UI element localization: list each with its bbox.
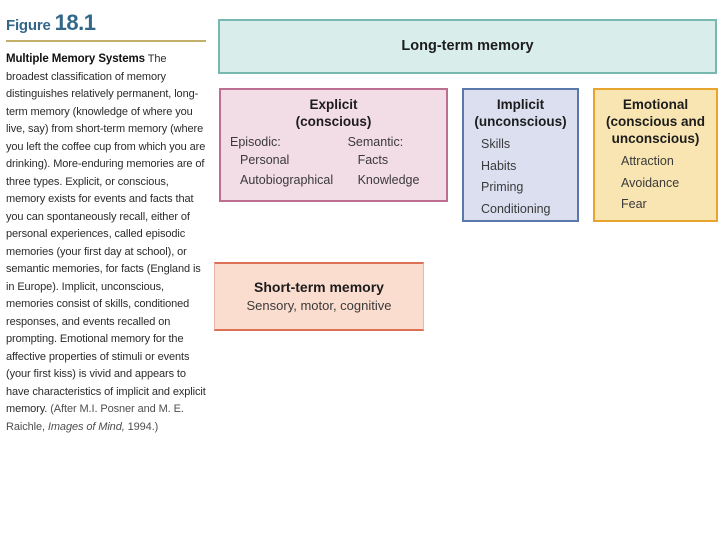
emotional-memory-box: Emotional (conscious and unconscious) At…: [593, 88, 718, 222]
caption-title: Multiple Memory Systems: [6, 53, 145, 65]
long-term-memory-box: Long-term memory: [218, 19, 717, 74]
implicit-item: Habits: [481, 158, 517, 173]
emotional-item: Avoidance: [621, 175, 680, 190]
short-term-memory-box: Short-term memory Sensory, motor, cognit…: [214, 262, 424, 331]
emotional-item: Attraction: [621, 154, 674, 168]
caption-cite-tail: 1994.): [124, 420, 159, 433]
implicit-subtitle: (unconscious): [474, 114, 567, 129]
semantic-item: Knowledge: [357, 172, 420, 187]
figure-number: 18.1: [54, 10, 96, 35]
figure-caption-text: Multiple Memory Systems The broadest cla…: [6, 51, 208, 436]
emotional-subtitle: (conscious and unconscious): [605, 114, 705, 146]
episodic-item: Personal: [240, 153, 290, 167]
long-term-memory-title: Long-term memory: [401, 38, 534, 54]
explicit-title: Explicit: [309, 97, 358, 112]
caption-citation: (After M.I. Posner and M. E. Raichle, Im…: [6, 403, 184, 433]
divider-rule: [6, 40, 206, 42]
short-term-title: Short-term memory: [254, 279, 384, 295]
explicit-columns: Episodic: Personal Autobiographical Sema…: [221, 130, 446, 190]
semantic-item: Facts: [357, 153, 389, 167]
semantic-column: Semantic: Facts Knowledge: [348, 133, 440, 190]
caption-body: The broadest classification of memory di…: [6, 53, 206, 415]
explicit-memory-box: Explicit (conscious) Episodic: Personal …: [219, 88, 448, 202]
implicit-item: Priming: [481, 180, 524, 194]
implicit-item: Skills: [481, 137, 511, 151]
emotional-list: Attraction Avoidance Fear: [595, 151, 716, 216]
episodic-column: Episodic: Personal Autobiographical: [230, 133, 348, 190]
explicit-subtitle: (conscious): [295, 114, 372, 129]
episodic-header: Episodic:: [230, 135, 281, 149]
emotional-item: Fear: [621, 197, 647, 211]
caption-cite-prefix: (After M.I. Posner and M. E. Raichle,: [6, 403, 184, 433]
figure-word: Figure: [6, 17, 51, 34]
implicit-title: Implicit: [496, 97, 545, 112]
episodic-item: Autobiographical: [240, 172, 334, 187]
emotional-title: Emotional: [622, 97, 689, 112]
implicit-list: Skills Habits Priming Conditioning: [464, 134, 577, 220]
implicit-item: Conditioning: [481, 201, 551, 216]
caption-cite-book-title: Images of Mind,: [47, 420, 125, 433]
implicit-memory-box: Implicit (unconscious) Skills Habits Pri…: [462, 88, 579, 222]
short-term-subtitle: Sensory, motor, cognitive: [246, 298, 392, 313]
semantic-header: Semantic:: [347, 135, 404, 149]
